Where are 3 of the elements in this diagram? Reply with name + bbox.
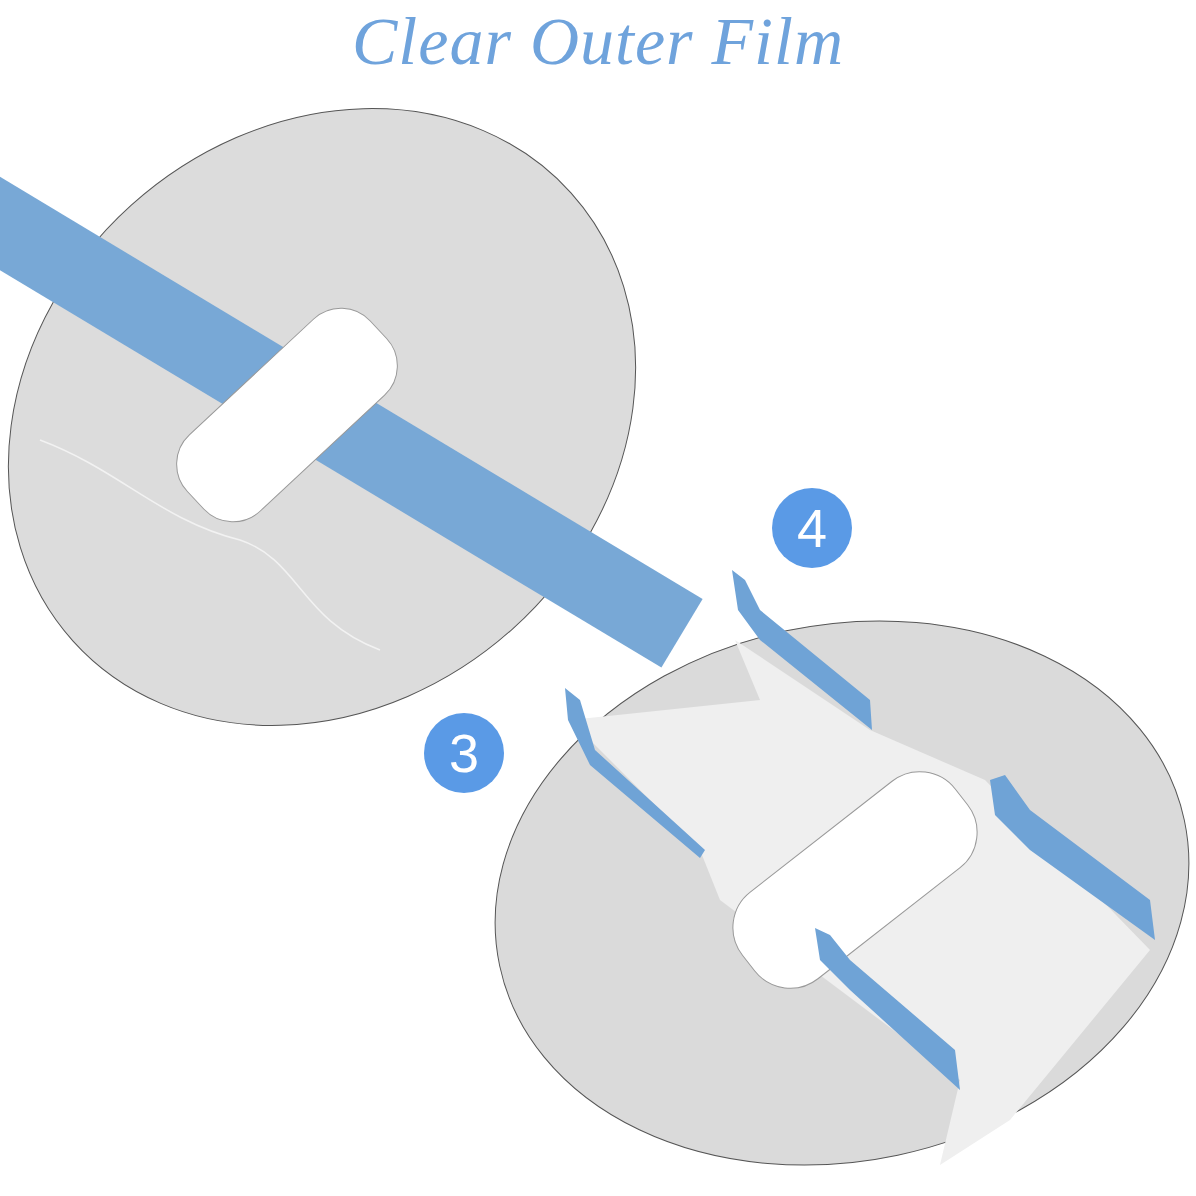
callout-number: 3 [424, 713, 504, 793]
title: Clear Outer Film [351, 2, 845, 81]
callout-number: 4 [772, 488, 852, 568]
